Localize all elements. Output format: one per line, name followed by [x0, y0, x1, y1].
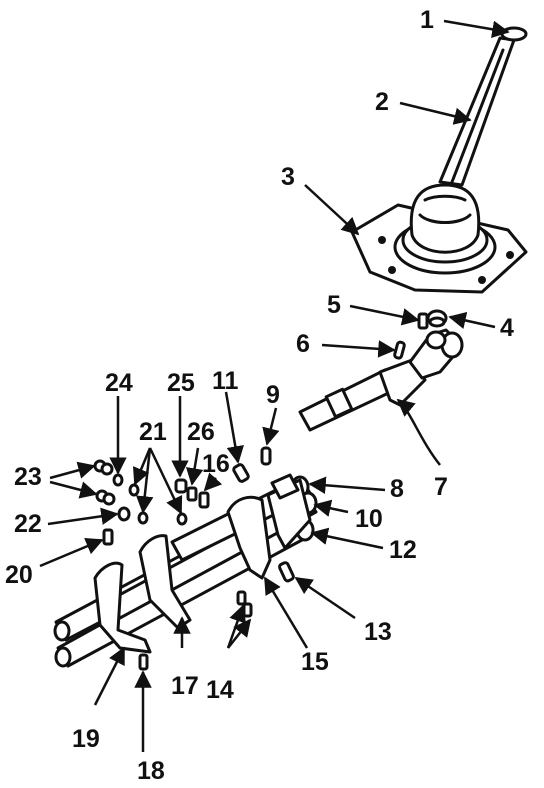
part-21-ball-b [137, 511, 149, 525]
part-21-ball-c [176, 512, 188, 526]
callout-19: 19 [72, 725, 100, 753]
bushing [425, 330, 447, 350]
part-9-pin [260, 446, 272, 466]
callout-2: 2 [375, 88, 389, 116]
callout-18: 18 [137, 757, 165, 785]
callout-14: 14 [206, 676, 234, 704]
callout-labels: 1 2 3 4 5 6 7 8 9 10 11 12 13 14 15 16 1… [5, 6, 514, 785]
callout-6: 6 [296, 330, 310, 358]
part-14-pin-a [236, 590, 247, 606]
shift-boot [350, 183, 528, 294]
pin [417, 312, 429, 330]
callout-7: 7 [434, 473, 448, 501]
part-21-ball-a [128, 483, 140, 497]
leader-lines [39, 19, 510, 752]
callout-3: 3 [281, 163, 295, 191]
selector-shaft [298, 309, 464, 432]
callout-24: 24 [105, 369, 133, 397]
callout-13: 13 [364, 618, 392, 646]
part-25-plug [174, 478, 188, 494]
roll-pin [393, 340, 406, 360]
part-24-ball [112, 473, 124, 487]
part-22-ball [117, 506, 131, 522]
callout-23: 23 [14, 463, 42, 491]
part-13-spring [278, 561, 295, 583]
callout-21: 21 [139, 418, 167, 446]
part-20-pin [102, 528, 114, 546]
callout-9: 9 [266, 381, 280, 409]
part-14-pin-b [242, 602, 253, 618]
part-23-springs [93, 459, 116, 506]
shift-fork-rear [226, 473, 312, 580]
callout-11: 11 [212, 367, 239, 395]
part-26-spring [186, 486, 198, 502]
callout-10: 10 [355, 505, 383, 533]
callout-5: 5 [327, 291, 341, 319]
callout-15: 15 [301, 648, 329, 676]
callout-12: 12 [389, 536, 417, 564]
callout-20: 20 [5, 561, 33, 589]
part-18-pin [138, 653, 149, 671]
callout-26: 26 [187, 418, 215, 446]
part-11-spring [232, 463, 250, 483]
callout-25: 25 [167, 369, 195, 397]
callout-4: 4 [500, 314, 514, 342]
shift-fork-front [93, 561, 152, 654]
callout-22: 22 [14, 510, 42, 538]
shift-lever [438, 26, 528, 187]
callout-17: 17 [171, 672, 199, 700]
callout-16: 16 [202, 450, 230, 478]
callout-1: 1 [420, 6, 434, 34]
lever-knob-cap [500, 26, 528, 42]
callout-8: 8 [390, 475, 404, 503]
part-16-pin [198, 491, 210, 509]
